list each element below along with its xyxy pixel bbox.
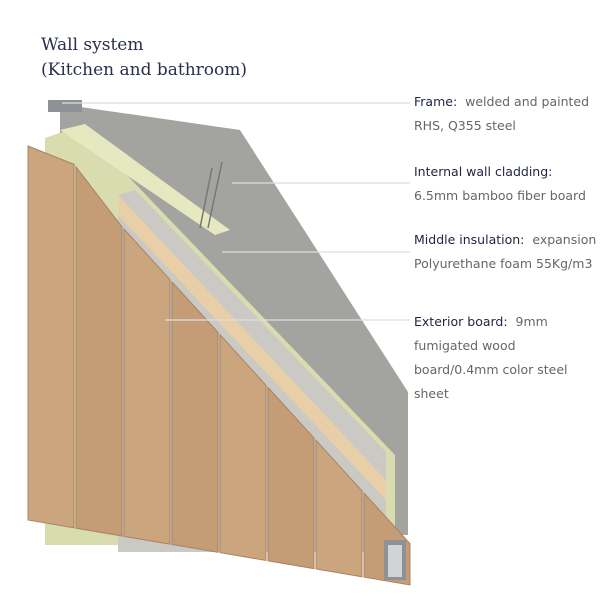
frame-post-top [48, 100, 82, 112]
insulation-top [60, 124, 230, 235]
title-line-1: Wall system [41, 35, 144, 55]
wood-plank [267, 386, 315, 570]
title-line-2: (Kitchen and bathroom) [41, 60, 248, 80]
label-internal-cladding: Internal wall cladding: 6.5mm bamboo fib… [414, 164, 586, 203]
leader-lines [62, 102, 410, 321]
label-insulation: Middle insulation: expansion Polyurethan… [414, 232, 597, 271]
label-frame: Frame: welded and painted RHS, Q355 stee… [414, 94, 590, 133]
wood-plank [123, 227, 171, 545]
wood-plank [27, 145, 75, 529]
wood-plank [75, 165, 123, 537]
wood-plank [219, 333, 267, 562]
exterior-board-edge [118, 195, 386, 500]
label-exterior-board: Exterior board: 9mm fumigated wood board… [414, 314, 568, 401]
wood-plank [171, 280, 219, 553]
wood-plank [315, 439, 363, 578]
